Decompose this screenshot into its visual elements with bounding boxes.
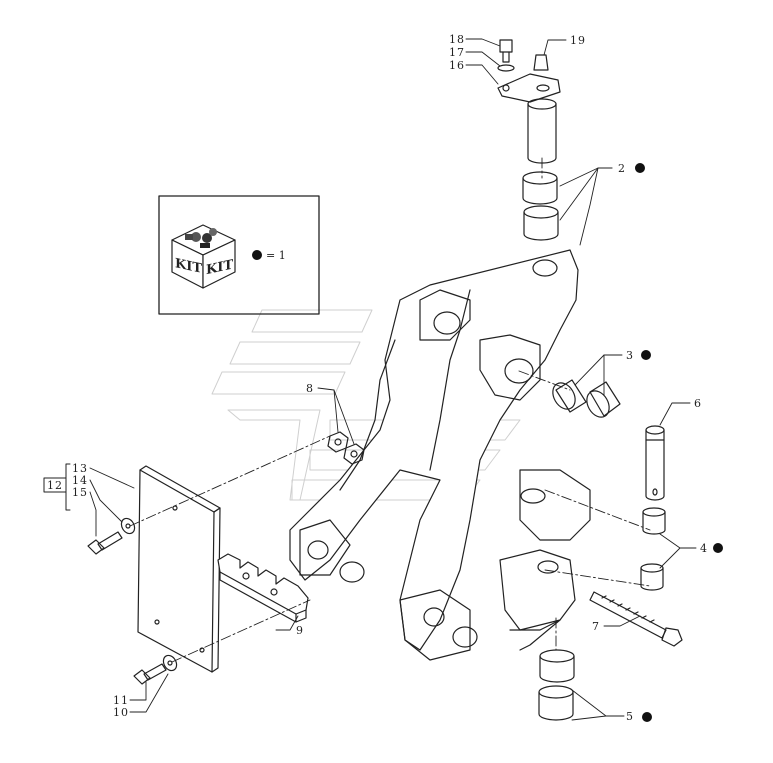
callout-14: 14 [72,474,88,487]
alignment-lines [129,157,651,663]
callout-3: 3 [626,349,634,362]
long-bolt-7 [589,591,683,647]
callout-11: 11 [113,694,129,707]
callout-8: 8 [306,382,314,395]
callout-5: 5 [626,710,634,723]
callout-16: 16 [449,59,465,72]
callout-6: 6 [694,397,702,410]
callout-12: 12 [47,479,63,492]
kit-label-left: KIT [175,256,202,277]
bolt-11-washer-10 [133,654,178,685]
callout-13: 13 [72,462,88,475]
kit-legend-box: KIT KIT = 1 [158,195,320,315]
nut-pair-8 [327,431,365,465]
kit-dot-markers [635,163,723,722]
callout-4: 4 [700,542,708,555]
kit-dot-5 [642,712,652,722]
comb-bracket-9 [217,553,309,623]
swing-frame [289,249,591,661]
callout-10: 10 [113,706,129,719]
callout-17: 17 [449,46,465,59]
kit-equation: = 1 [266,249,286,262]
group-bracket-12 [43,463,71,511]
callout-9: 9 [296,624,304,637]
kit-label-right: KIT [206,258,233,279]
bushing-pair-3 [552,379,621,418]
bolt-15-washer-14 [87,517,136,555]
kit-dot-2 [635,163,645,173]
kit-dot-icon [252,250,262,260]
callout-7: 7 [592,620,600,633]
top-pin-assembly [497,39,561,164]
kit-box-icon: KIT KIT [171,224,236,289]
kit-dot-3 [641,350,651,360]
pin-6 [645,425,665,501]
leader-lines [89,38,697,721]
callout-18: 18 [449,33,465,46]
callout-labels: 18 17 16 19 2 3 8 6 13 12 14 15 4 9 7 11… [47,33,708,723]
plate-13 [137,465,221,673]
bushing-pair-4 [640,507,666,591]
kit-dot-4 [713,543,723,553]
callout-2: 2 [618,162,626,175]
bushing-pair-2 [522,171,559,241]
bushing-pair-5 [538,649,575,721]
callout-19: 19 [570,34,586,47]
callout-15: 15 [72,486,88,499]
